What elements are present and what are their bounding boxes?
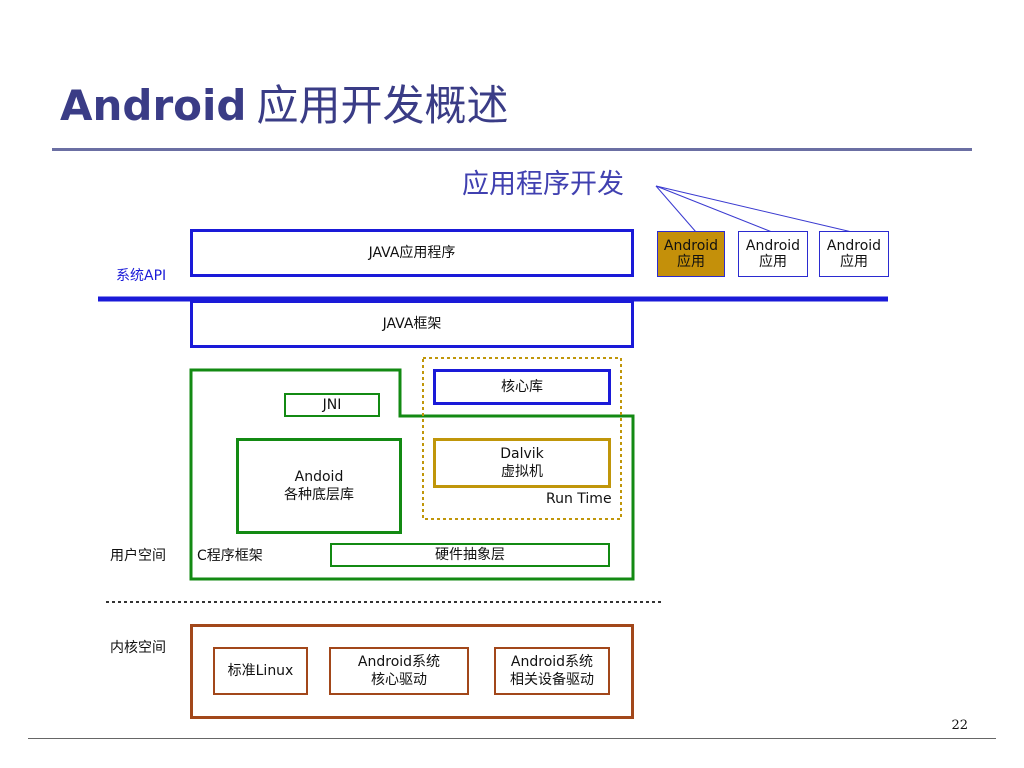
core-library-box: 核心库 — [433, 369, 611, 405]
native-libraries-line2: 各种底层库 — [284, 487, 354, 503]
footer-divider — [28, 738, 996, 739]
app-1-line1: Android — [663, 238, 719, 254]
app-3-line1: Android — [826, 238, 882, 254]
android-app-2: Android 应用 — [738, 231, 808, 277]
hal-label: 硬件抽象层 — [435, 547, 505, 563]
java-framework-label: JAVA框架 — [382, 316, 442, 332]
app-dev-label: 应用程序开发 — [462, 169, 624, 200]
app-3-line2: 应用 — [840, 254, 868, 270]
kernel-space-box — [190, 624, 634, 719]
runtime-label: Run Time — [546, 491, 612, 507]
jni-label: JNI — [322, 397, 342, 413]
java-framework-box: JAVA框架 — [190, 300, 634, 348]
system-api-label: 系统API — [116, 268, 167, 284]
native-libraries-box: Andoid 各种底层库 — [236, 438, 402, 534]
app-2-line1: Android — [745, 238, 801, 254]
core-library-label: 核心库 — [501, 379, 543, 395]
kernel-module-linux: 标准Linux — [213, 647, 308, 695]
java-apps-label: JAVA应用程序 — [368, 245, 456, 261]
title-chinese: 应用开发概述 — [256, 81, 509, 130]
dalvik-vm-box: Dalvik 虚拟机 — [433, 438, 611, 488]
dalvik-line2: 虚拟机 — [501, 464, 543, 480]
kernel-module-core-drivers: Android系统 核心驱动 — [329, 647, 469, 695]
user-space-label: 用户空间 — [110, 548, 166, 564]
device-drivers-line1: Android系统 — [510, 654, 594, 670]
device-drivers-line2: 相关设备驱动 — [510, 672, 594, 688]
c-framework-label: C程序框架 — [197, 548, 263, 564]
kernel-space-label: 内核空间 — [110, 640, 166, 656]
dalvik-line1: Dalvik — [500, 446, 544, 462]
page-number: 22 — [951, 718, 968, 733]
core-drivers-line1: Android系统 — [357, 654, 441, 670]
java-apps-box: JAVA应用程序 — [190, 229, 634, 277]
core-drivers-line2: 核心驱动 — [371, 672, 427, 688]
jni-box: JNI — [284, 393, 380, 417]
android-app-1: Android 应用 — [657, 231, 725, 277]
hal-box: 硬件抽象层 — [330, 543, 610, 567]
app-2-line2: 应用 — [759, 254, 787, 270]
android-app-3: Android 应用 — [819, 231, 889, 277]
kernel-module-linux-label: 标准Linux — [227, 663, 294, 679]
native-libraries-line1: Andoid — [294, 469, 344, 485]
title-english: Android — [60, 81, 247, 130]
kernel-module-device-drivers: Android系统 相关设备驱动 — [494, 647, 610, 695]
title-divider — [52, 148, 972, 151]
app-1-line2: 应用 — [677, 254, 705, 270]
